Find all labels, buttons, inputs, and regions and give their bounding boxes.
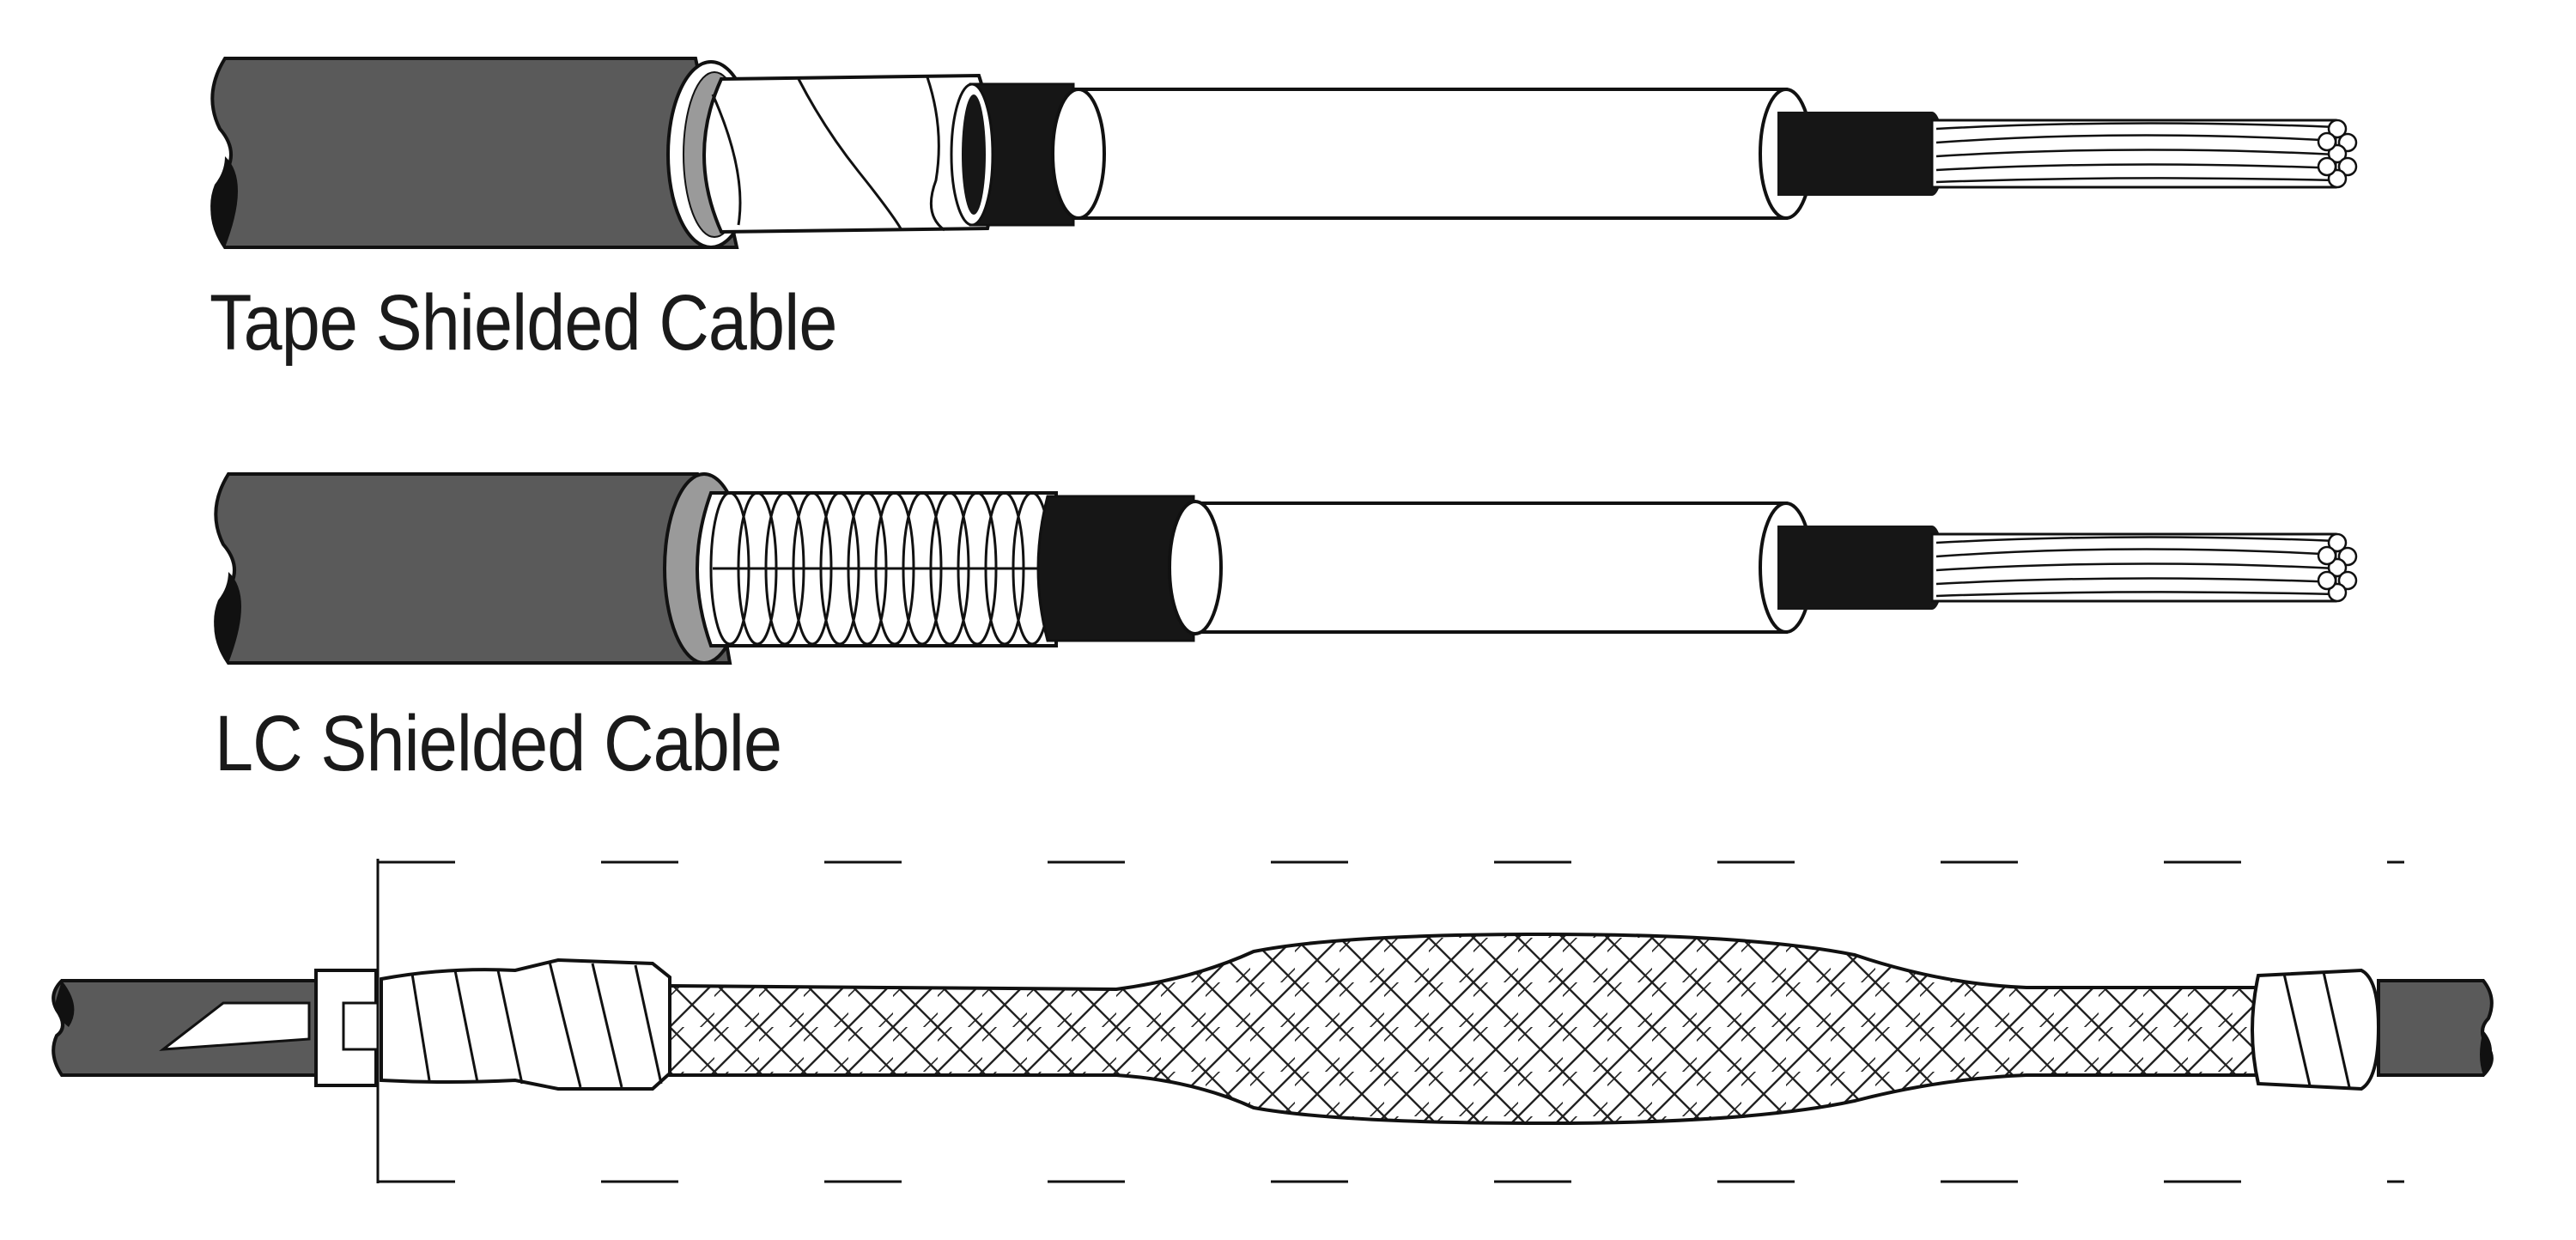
lc-jacket	[214, 472, 732, 665]
splice-right-tape-lines	[2282, 971, 2351, 1088]
tape-semicon-end-inner	[962, 94, 986, 215]
splice-right-cable-end	[2480, 1030, 2492, 1075]
splice-right-cable	[2377, 979, 2494, 1077]
lc-conductor-end-strands	[2317, 532, 2358, 603]
lc-conductor-strands	[1935, 536, 2336, 598]
tape-conductor-screen	[1777, 112, 1932, 196]
lc-insulation-left-end	[1168, 500, 1223, 635]
tape-shielded-cable-illustration	[210, 57, 2358, 249]
lc-shielded-cable-illustration	[214, 472, 2358, 665]
tape-shield-spiral-2	[797, 78, 903, 231]
tape-jacket-cut-end	[210, 156, 238, 247]
splice-left-tape-wrap	[380, 957, 671, 1091]
tape-conductor-strands	[1935, 122, 2336, 184]
splice-left-cable-notch	[159, 1001, 311, 1051]
tape-shield-spiral-3	[926, 76, 945, 232]
splice-assembly-illustration	[52, 859, 2494, 1183]
lc-semicon-band	[1036, 495, 1195, 642]
splice-right-tape-wrap	[2251, 968, 2381, 1091]
tape-shielded-cable-label: Tape Shielded Cable	[210, 279, 837, 367]
lc-insulation	[1192, 501, 1788, 634]
lc-conductor-screen	[1777, 526, 1932, 610]
tape-jacket	[210, 57, 739, 249]
splice-left-connector-band	[342, 1001, 380, 1051]
tape-conductor-end-strands	[2317, 119, 2358, 189]
lc-shielded-cable-label: LC Shielded Cable	[215, 700, 782, 787]
tape-shield-spiral-1	[711, 94, 742, 226]
lc-jacket-cut-end	[214, 572, 241, 663]
splice-braid-body	[668, 932, 2269, 1126]
tape-insulation	[1072, 88, 1788, 220]
splice-left-tape-lines	[410, 961, 663, 1088]
splice-left-cable-end	[55, 981, 75, 1027]
tape-insulation-left-end	[1051, 88, 1106, 220]
